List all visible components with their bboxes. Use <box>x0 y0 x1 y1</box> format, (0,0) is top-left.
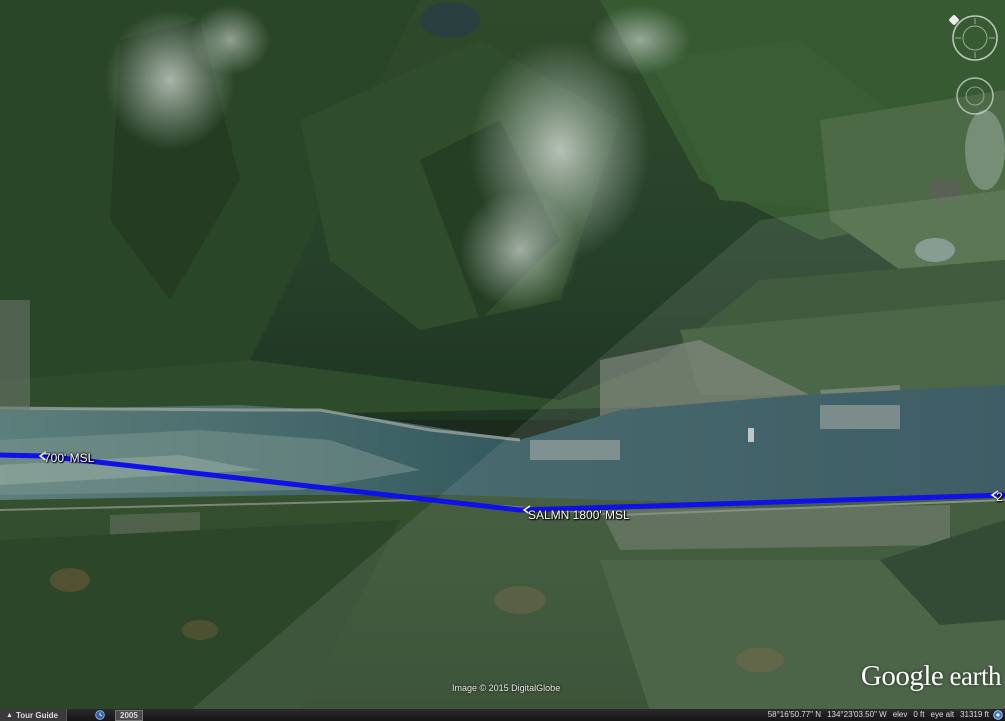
waypoint-marker-salmn[interactable] <box>522 505 531 515</box>
elevation-value: 0 ft <box>913 710 925 719</box>
tour-guide-label: Tour Guide <box>15 710 59 720</box>
imagery-credit: Image © 2015 DigitalGlobe <box>452 683 561 693</box>
latitude-readout: 58°16'50.77" N <box>767 710 822 719</box>
navigation-controls[interactable] <box>945 10 1001 120</box>
waypoint-label-700[interactable]: 700' MSL <box>44 451 95 465</box>
tour-guide-button[interactable]: ▲ Tour Guide <box>0 709 68 721</box>
coordinate-readout: 58°16'50.77" N 134°23'03.50" W elev 0 ft… <box>768 709 989 721</box>
waypoint-label-edge[interactable]: 2 <box>996 490 1003 504</box>
move-joystick-icon[interactable] <box>956 77 994 115</box>
waypoint-label-salmn[interactable]: SALMN 1800' MSL <box>528 508 630 522</box>
imagery-year-badge[interactable]: 2005 <box>115 710 143 721</box>
eye-altitude-value: 31319 ft <box>960 710 989 719</box>
route-line <box>0 452 1005 513</box>
waypoint-marker-edge[interactable] <box>990 490 999 500</box>
logo-brand: Google <box>860 660 944 692</box>
waypoint-marker-700[interactable] <box>38 451 47 461</box>
eye-altitude-label: eye alt <box>930 710 955 719</box>
historical-imagery-icon[interactable] <box>95 710 105 720</box>
status-bar: ▲ Tour Guide 2005 58°16'50.77" N 134°23'… <box>0 709 1005 721</box>
elevation-label: elev <box>892 710 908 719</box>
logo-product: earth <box>943 661 1002 691</box>
streaming-indicator-icon <box>993 710 1003 720</box>
caret-up-icon: ▲ <box>6 711 13 719</box>
google-earth-logo: Google earth <box>860 660 1002 693</box>
look-joystick-icon[interactable] <box>952 15 998 61</box>
longitude-readout: 134°23'03.50" W <box>827 710 887 719</box>
north-reset-icon[interactable] <box>948 14 959 25</box>
